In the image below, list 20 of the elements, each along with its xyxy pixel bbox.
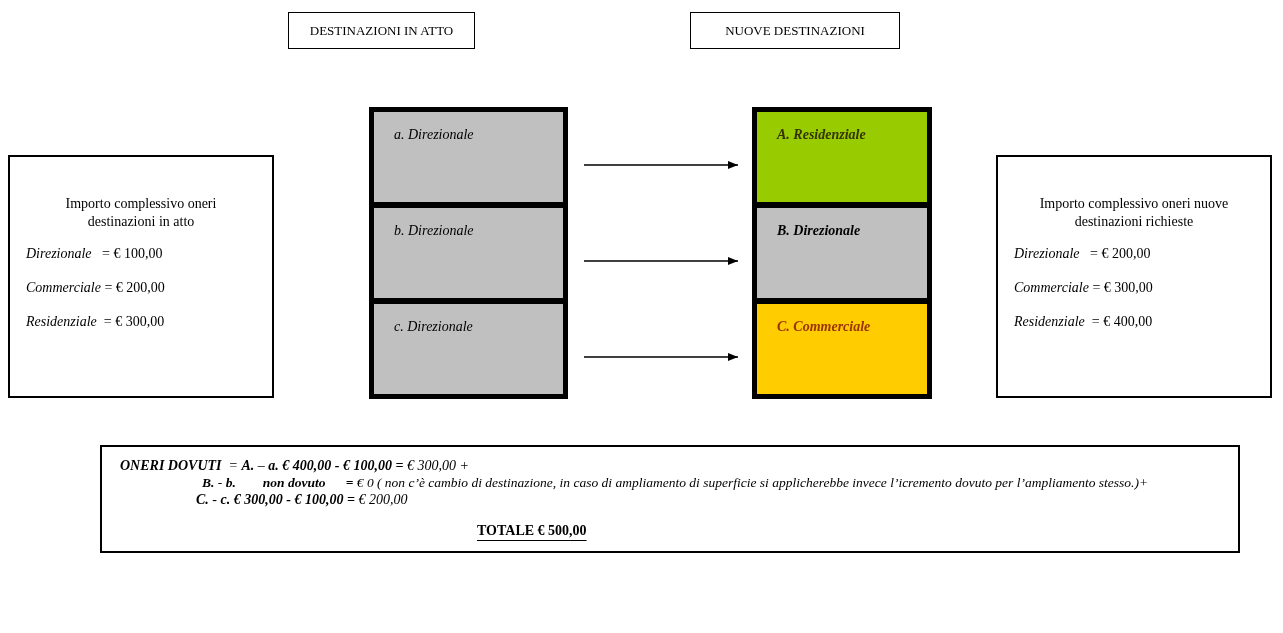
formula-line: ONERI DOVUTI = A. – a. € 400,00 - € 100,00 = € 300,00 + bbox=[120, 457, 470, 474]
summary-box bbox=[8, 155, 274, 398]
total-text: TOTALE € 500,00 bbox=[477, 522, 587, 540]
heading-box: NUOVE DESTINAZIONI bbox=[690, 12, 900, 49]
rate-line: Commerciale = € 200,00 bbox=[26, 279, 166, 297]
arrow bbox=[583, 161, 739, 169]
rate-line: Direzionale = € 200,00 bbox=[1014, 245, 1152, 263]
arrow bbox=[583, 257, 739, 265]
calculation-box bbox=[100, 445, 1240, 553]
summary-box bbox=[996, 155, 1272, 398]
rate-line: Direzionale = € 100,00 bbox=[26, 245, 164, 263]
heading-box: DESTINAZIONI IN ATTO bbox=[288, 12, 475, 49]
rate-line: Commerciale = € 300,00 bbox=[1014, 279, 1154, 297]
rate-line: Residenziale = € 400,00 bbox=[1014, 313, 1154, 331]
arrow bbox=[583, 353, 739, 361]
formula-line: B. - b. non dovuto = € 0 ( non c’è cambio di destinazione, in caso di ampliamento di superficie si applicherebbe invece l’icremento dovuto per l’ampliamento stesso.)+ bbox=[202, 474, 1150, 491]
rate-line: Residenziale = € 300,00 bbox=[26, 313, 166, 331]
box-heading: Importo complessivo oneri nuove destinazioni richieste bbox=[1038, 195, 1230, 231]
box-heading: Importo complessivo oneri destinazioni in atto bbox=[64, 195, 218, 231]
formula-line: C. - c. € 300,00 - € 100,00 = € 200,00 bbox=[196, 491, 409, 508]
